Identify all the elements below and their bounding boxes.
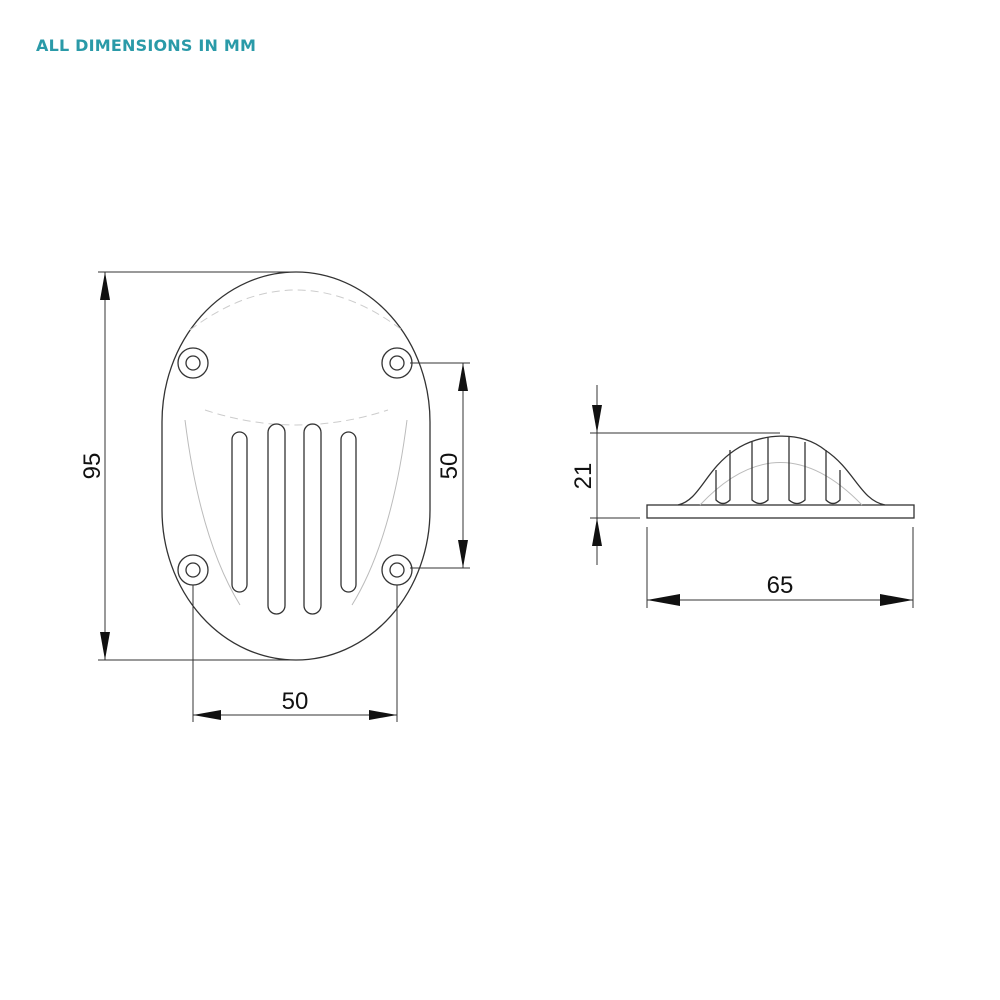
dimension-hole-spacing-horizontal: 50	[282, 688, 309, 715]
units-note: ALL DIMENSIONS IN MM	[36, 36, 257, 55]
side-slots	[715, 437, 841, 505]
strainer-outline	[161, 271, 431, 661]
dimension-hole-spacing-vertical: 50	[436, 453, 463, 480]
hidden-line	[189, 289, 403, 331]
dimension-height-side: 21	[570, 463, 597, 490]
dome-profile	[677, 435, 886, 506]
base-flange	[646, 504, 915, 519]
dimension-height-front: 95	[79, 453, 106, 480]
front-view: 95 50 50	[79, 271, 470, 722]
dimension-width-side: 65	[767, 572, 794, 599]
slots	[231, 423, 357, 615]
mounting-holes	[177, 347, 413, 586]
side-view: 21 65	[570, 385, 915, 608]
hidden-line	[204, 409, 389, 426]
dome-edge	[184, 419, 408, 606]
